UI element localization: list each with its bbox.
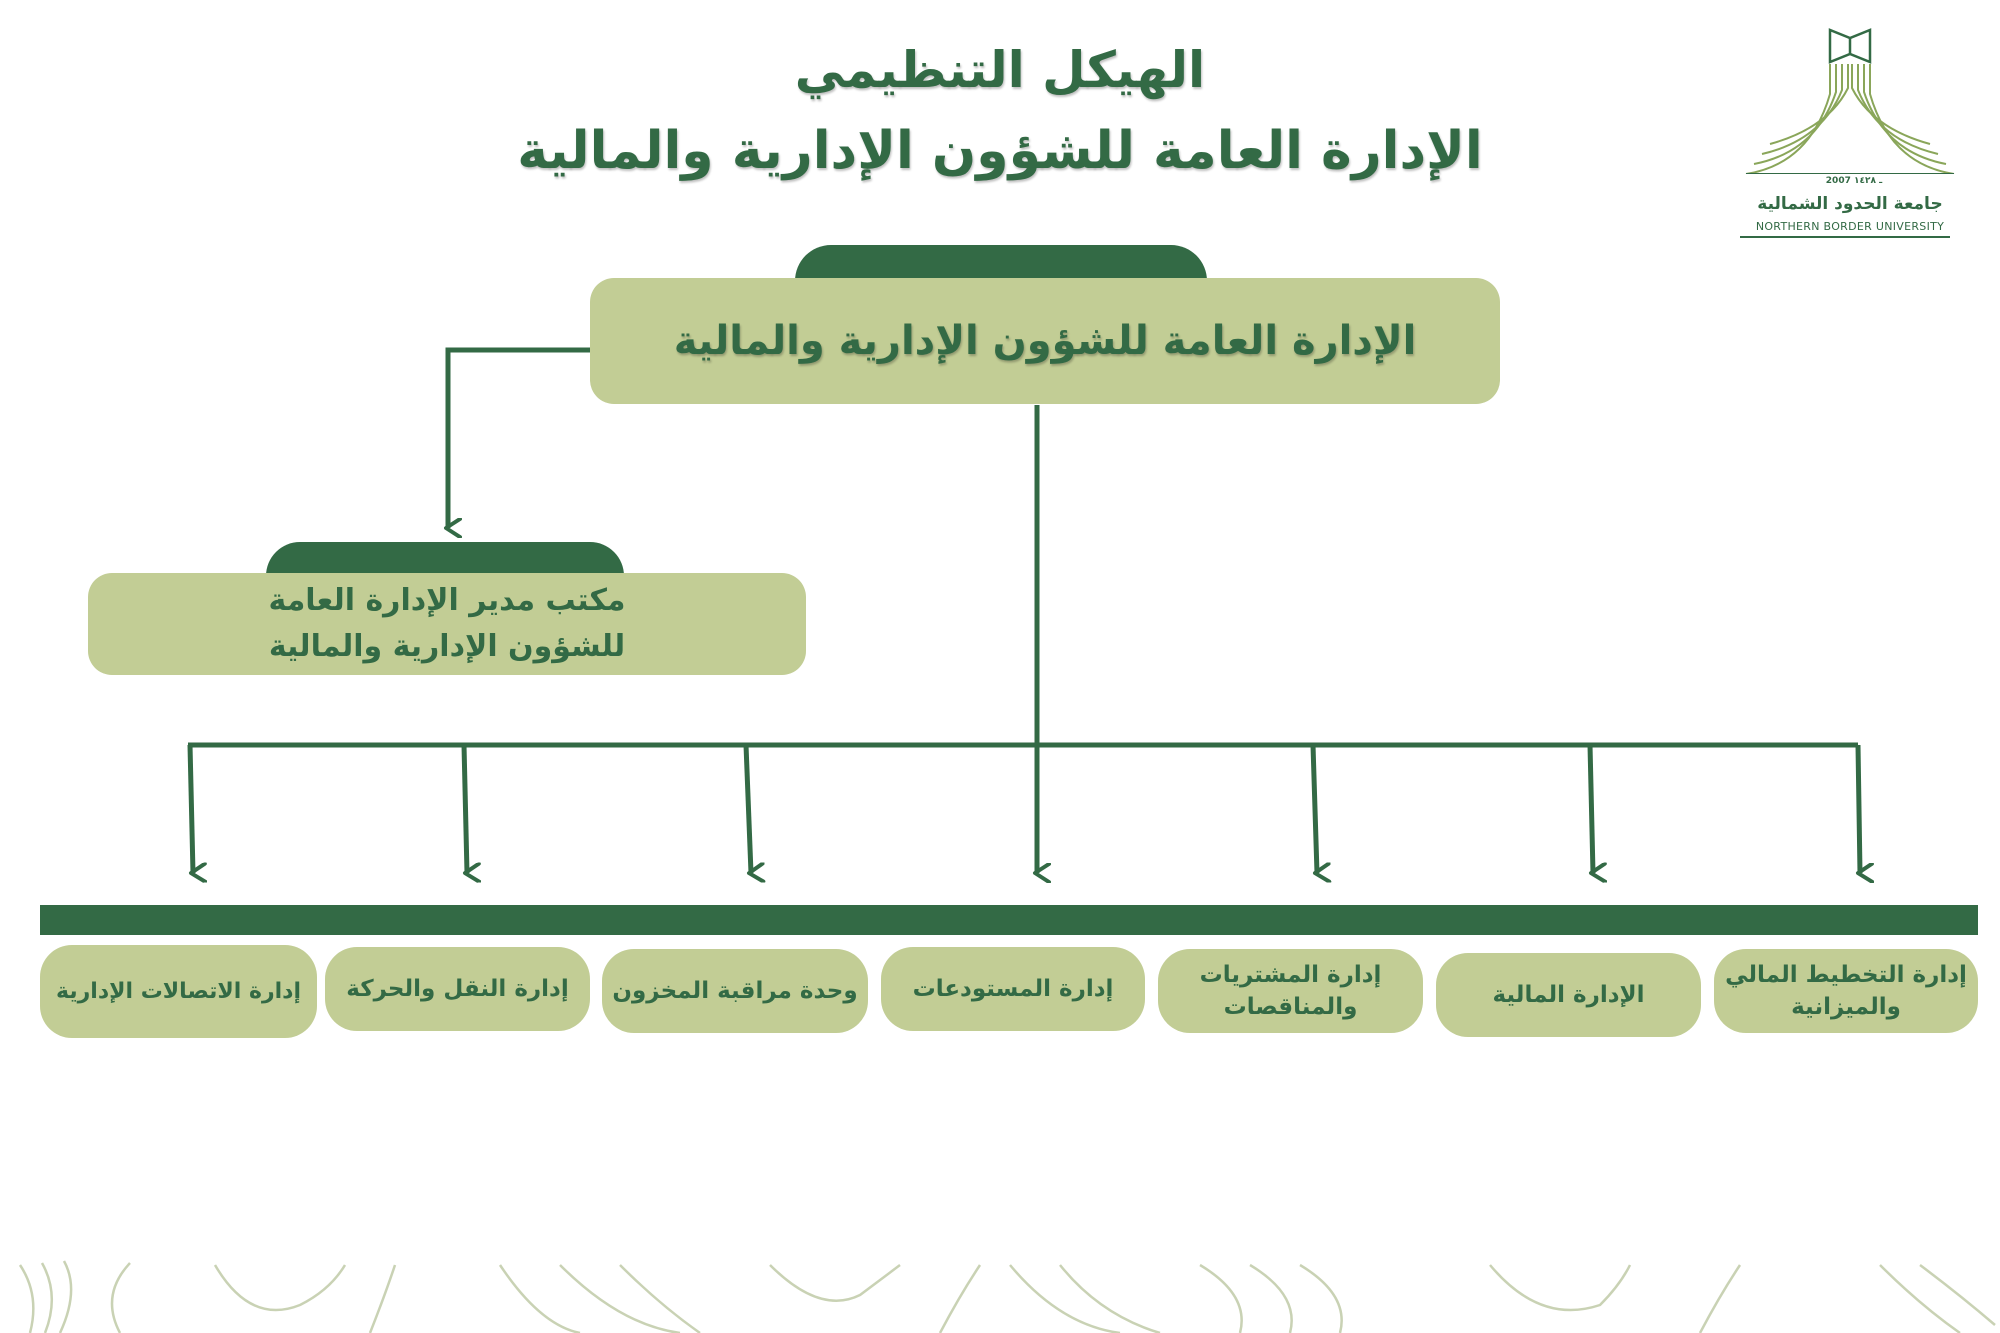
top-box-tab [795, 245, 1207, 281]
dept-label: والميزانية [1791, 994, 1901, 1020]
drop-arrow-6 [461, 744, 467, 873]
decorative-contour-pattern [18, 1260, 1996, 1333]
dept-transport-movement: إدارة النقل والحركة [325, 947, 590, 1031]
page-title: الهيكل التنظيمي [794, 41, 1206, 99]
logo-name-arabic: جامعة الحدود الشمالية [1757, 194, 1943, 214]
dept-label: وحدة مراقبة المخزون [612, 978, 858, 1004]
logo-year: 2007 ـ ١٤٢٨ [1825, 176, 1883, 186]
dept-label: إدارة المستودعات [912, 976, 1114, 1002]
top-box-label: الإدارة العامة للشؤون الإدارية والمالية [673, 318, 1417, 364]
dept-financial-planning-budget: إدارة التخطيط المالي والميزانية [1714, 949, 1978, 1033]
office-box-tab [266, 542, 624, 576]
office-connector [448, 347, 598, 528]
office-box-line1: مكتب مدير الإدارة العامة [268, 583, 626, 618]
logo-underline [1740, 236, 1950, 238]
logo-name-english: NORTHERN BORDER UNIVERSITY [1755, 220, 1945, 233]
page-subtitle: الإدارة العامة للشؤون الإدارية والمالية [517, 121, 1483, 181]
dept-warehouses: إدارة المستودعات [881, 947, 1145, 1031]
drop-arrow-3 [1310, 744, 1317, 873]
dept-label: الإدارة المالية [1492, 982, 1645, 1008]
drop-arrow-1 [1855, 744, 1860, 873]
department-band [40, 905, 1978, 935]
drop-arrow-5 [743, 744, 751, 873]
office-box-line2: للشؤون الإدارية والمالية [268, 629, 626, 664]
university-emblem-icon [1745, 28, 1955, 174]
drop-arrow-2 [1587, 744, 1593, 873]
drop-arrow-7 [187, 744, 193, 873]
office-box: مكتب مدير الإدارة العامة للشؤون الإدارية… [88, 573, 806, 675]
top-box: الإدارة العامة للشؤون الإدارية والمالية [590, 278, 1500, 404]
dept-label: إدارة الاتصالات الإدارية [56, 978, 301, 1004]
dept-label: والمناقصات [1223, 994, 1358, 1020]
university-logo: 2007 ـ ١٤٢٨ جامعة الحدود الشمالية NORTHE… [1740, 24, 1960, 244]
dept-label: إدارة النقل والحركة [346, 976, 569, 1002]
dept-inventory-control: وحدة مراقبة المخزون [602, 949, 868, 1033]
dept-label: إدارة التخطيط المالي [1725, 962, 1967, 988]
dept-administrative-communications: إدارة الاتصالات الإدارية [40, 945, 317, 1038]
dept-label: إدارة المشتريات [1199, 962, 1382, 988]
dept-procurement-tenders: إدارة المشتريات والمناقصات [1158, 949, 1423, 1033]
dept-finance: الإدارة المالية [1436, 953, 1701, 1037]
